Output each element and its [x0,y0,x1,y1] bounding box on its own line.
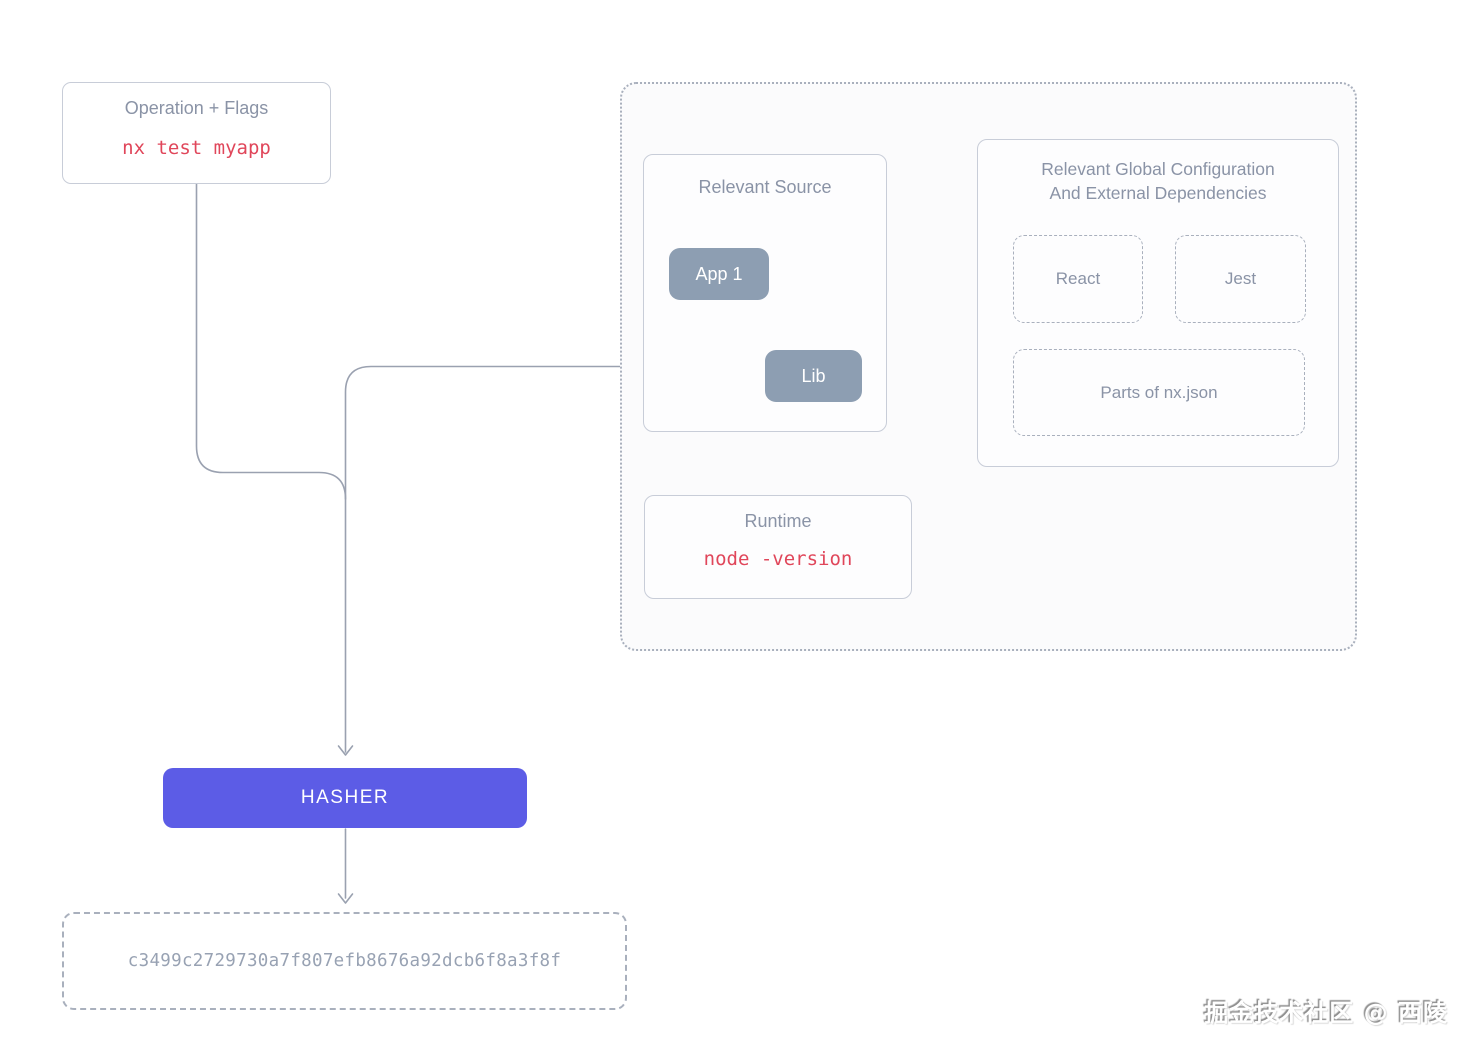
relevant-source-title: Relevant Source [698,177,832,197]
operation-flags-box: Operation + Flags nx test myapp [62,82,331,184]
runtime-title: Runtime [744,511,812,531]
hasher-node: HASHER [163,768,527,828]
runtime-box: Runtime node -version [644,495,912,599]
hash-output-box: c3499c2729730a7f807efb8676a92dcb6f8a3f8f [62,912,627,1010]
operation-flags-title: Operation + Flags [124,98,269,118]
arrowhead-into-hasher [337,745,354,756]
global-config-title-line2: And External Dependencies [1049,182,1267,203]
operation-flags-command: nx test myapp [122,137,271,159]
relevant-source-box: Relevant Source App 1 Lib [643,154,887,432]
hash-inputs-container: Relevant Source App 1 Lib Relevant Globa… [620,82,1357,651]
nxjson-item: Parts of nx.json [1013,349,1305,436]
hash-value: c3499c2729730a7f807efb8676a92dcb6f8a3f8f [127,951,562,971]
global-config-title-line1: Relevant Global Configuration [1041,159,1275,179]
app1-node: App 1 [669,248,769,300]
global-config-title: Relevant Global Configuration And Extern… [978,158,1338,205]
runtime-command: node -version [703,548,853,570]
react-item: React [1013,235,1143,323]
arrowhead-into-hash [337,893,354,904]
lib-node: Lib [765,350,862,402]
watermark: 掘金技术社区 @ 西陵 [1204,999,1448,1027]
jest-item: Jest [1175,235,1306,323]
connector-operation-to-hasher [195,183,347,500]
connector-inputs-to-hasher [344,365,621,753]
global-config-box: Relevant Global Configuration And Extern… [977,139,1339,467]
